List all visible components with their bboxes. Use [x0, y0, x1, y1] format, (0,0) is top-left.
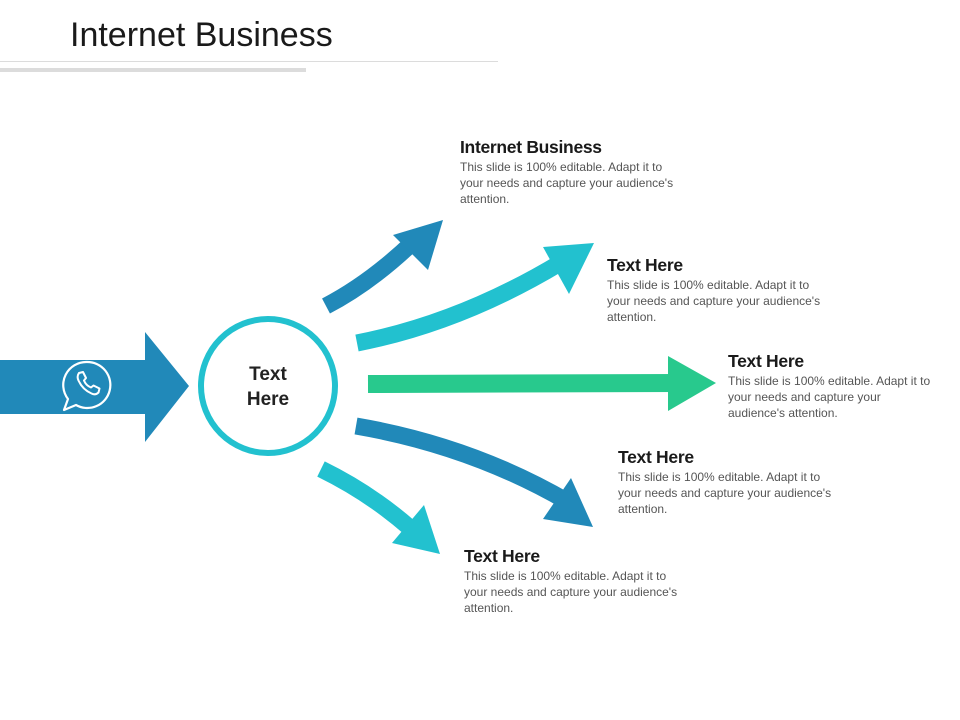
text-block-4: Text Here This slide is 100% editable. A… — [618, 446, 833, 517]
phone-chat-icon — [62, 360, 112, 412]
text-block-heading: Internet Business — [460, 137, 602, 157]
branch-arrow-2-shaft — [355, 255, 565, 352]
text-block-body: This slide is 100% editable. Adapt it to… — [728, 374, 931, 420]
text-block-heading: Text Here — [728, 351, 804, 371]
branch-arrow-3-shaft — [367, 374, 683, 393]
text-block-heading: Text Here — [607, 255, 683, 275]
branch-arrow-5-head — [392, 505, 440, 554]
text-block-5: Text Here This slide is 100% editable. A… — [464, 545, 679, 616]
branch-arrow-5-shaft — [317, 461, 416, 535]
center-label: Text Here — [218, 362, 318, 412]
text-block-3: Text Here This slide is 100% editable. A… — [728, 350, 938, 421]
branch-arrow-4-head — [543, 478, 593, 527]
text-block-body: This slide is 100% editable. Adapt it to… — [464, 569, 678, 615]
branch-arrow-3-head — [668, 356, 716, 411]
branch-arrow-1-shaft — [322, 236, 418, 314]
text-block-body: This slide is 100% editable. Adapt it to… — [618, 470, 832, 516]
slide-title: Internet Business — [70, 16, 333, 54]
title-divider-thick — [0, 68, 306, 72]
text-block-heading: Text Here — [618, 447, 694, 467]
text-block-1: Internet Business This slide is 100% edi… — [460, 136, 675, 207]
center-label-line-1: Text — [249, 364, 287, 385]
branch-arrow-1-head — [393, 220, 443, 270]
center-ring — [198, 316, 338, 456]
text-block-2: Text Here This slide is 100% editable. A… — [607, 254, 822, 325]
branch-arrow-4-shaft — [354, 417, 573, 510]
text-block-heading: Text Here — [464, 546, 540, 566]
branch-arrow-2-head — [543, 243, 594, 294]
text-block-body: This slide is 100% editable. Adapt it to… — [607, 278, 821, 324]
center-label-line-2: Here — [246, 389, 290, 410]
title-divider-thin — [0, 61, 498, 62]
text-block-body: This slide is 100% editable. Adapt it to… — [460, 160, 674, 206]
